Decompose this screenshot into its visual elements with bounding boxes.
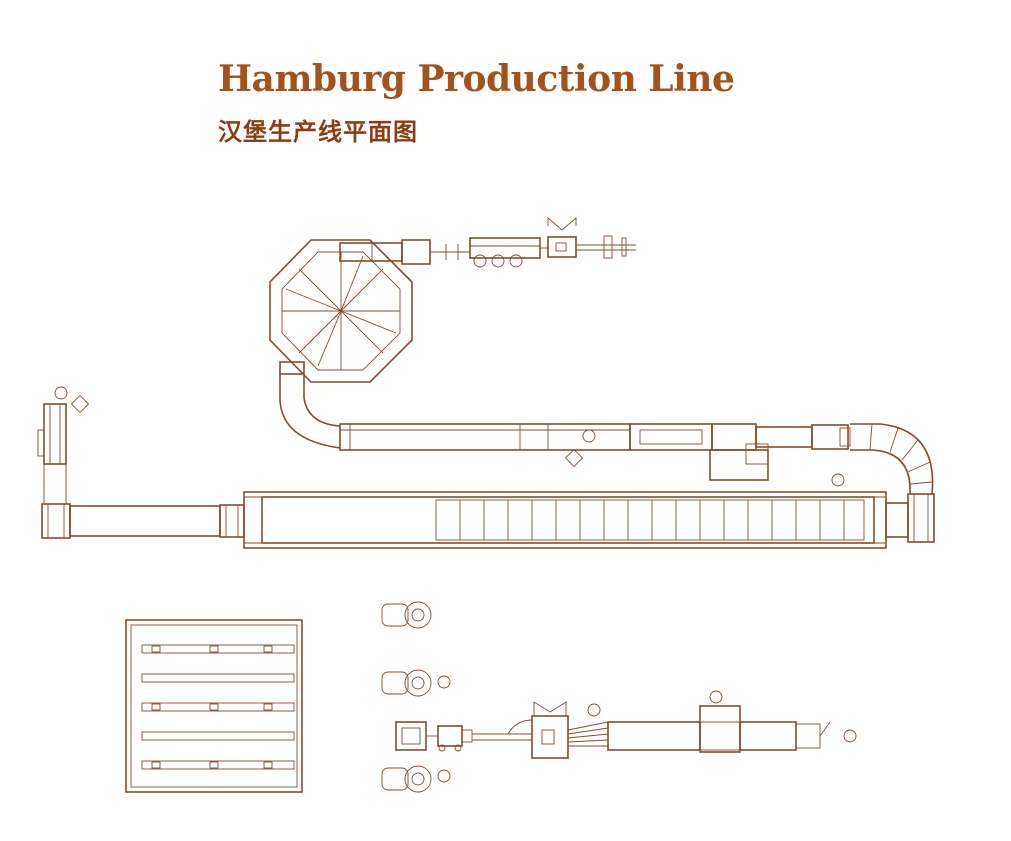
makeup-line — [395, 690, 857, 759]
cooling-rack — [125, 619, 303, 793]
middle-conveyor — [339, 423, 851, 481]
dough-mixer-1 — [381, 601, 432, 629]
dough-mixer-3 — [381, 765, 451, 793]
dough-mixer-2 — [381, 669, 451, 697]
page-subtitle: 汉堡生产线平面图 — [218, 118, 418, 146]
operator-symbols — [54, 386, 845, 487]
curved-transfer-left — [279, 361, 341, 449]
curved-transfer-right — [850, 423, 935, 543]
spiral-octagon-unit — [269, 239, 413, 383]
page-title: Hamburg Production Line — [218, 58, 735, 100]
spiral-infeed-line — [339, 217, 636, 268]
left-infeed-conveyor — [37, 403, 245, 539]
tunnel-oven — [243, 491, 909, 549]
